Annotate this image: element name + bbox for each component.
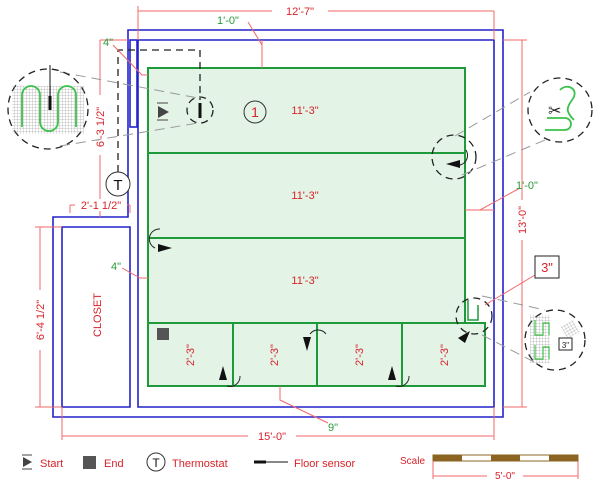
cut-detail-marker (431, 134, 477, 180)
end-icon (157, 328, 169, 340)
closet-offset-dim: 2'-1 1/2" (81, 200, 121, 212)
right-offset: 1'-0" (516, 180, 538, 192)
gap-callout: 3" (541, 260, 553, 275)
gap-callout-box (534, 255, 560, 279)
turn-arrow-icon (309, 329, 327, 335)
strip-1-length: 2'-3" (185, 344, 197, 366)
thermostat-icon[interactable] (105, 171, 131, 197)
wall-stub (129, 39, 138, 128)
heating-zones: 11'-3" 11'-3" 11'-3" 2'-3" 2'-3" 2'-3" 2… (147, 67, 493, 387)
turn-arrow-icon (148, 228, 161, 249)
scale-length: 5'-0" (495, 471, 515, 482)
detail-gap: 3" (562, 341, 569, 350)
cut-detail-callout: ✂ (454, 77, 593, 176)
arrow-icon (219, 366, 227, 380)
legend-thermostat: Thermostat (172, 458, 228, 470)
right-height-dim: 13'-0" (517, 206, 529, 234)
arrow-icon (458, 331, 470, 343)
strip-3-length: 2'-3" (354, 344, 366, 366)
cable-loop (467, 300, 479, 321)
legend-thermostat-symbol: T (152, 456, 160, 470)
row-1-length: 11'-3" (291, 105, 318, 117)
start-icon (157, 102, 169, 121)
turn-arrow-icon (395, 375, 410, 387)
arrow-icon (446, 160, 460, 168)
left-offset: 4" (111, 261, 121, 273)
turn-arrow-icon (226, 375, 241, 387)
legend: Start End T Thermostat Floor sensor (22, 452, 355, 472)
bottom-offset: 9" (328, 422, 338, 434)
offset-detail-callout: 3" (481, 295, 586, 371)
strip-2-length: 2'-3" (269, 344, 281, 366)
outer-wall (52, 29, 504, 418)
arrow-icon (158, 244, 172, 252)
sensor-detail-callout (7, 65, 199, 150)
zone-number-circle (243, 100, 267, 124)
offset-detail-marker (455, 297, 493, 335)
zone-strip-4[interactable] (401, 322, 486, 387)
strip-4-length: 2'-3" (439, 344, 451, 366)
row-3-length: 11'-3" (291, 275, 318, 287)
closet-label: CLOSET (92, 293, 104, 337)
legend-start: Start (40, 458, 63, 470)
scale-bar: Scale 5'-0" (400, 454, 579, 482)
start-icon (22, 454, 32, 470)
thermostat-symbol: T (113, 177, 122, 194)
bottom-width-dim: 15'-0" (258, 431, 286, 443)
zone-strip-2[interactable] (232, 322, 318, 387)
legend-end: End (104, 458, 124, 470)
scissors-icon: ✂ (548, 103, 561, 120)
arrow-icon (388, 366, 396, 380)
thermostat-icon (146, 452, 166, 472)
closet-wall (61, 226, 131, 408)
arrow-icon (303, 337, 311, 351)
sensor-marker (186, 96, 214, 124)
legend-floor-sensor: Floor sensor (294, 458, 355, 470)
zone-row-3[interactable] (147, 237, 466, 324)
zone-strip-3[interactable] (316, 322, 403, 387)
closet-height-dim: 6'-4 1/2" (35, 300, 47, 340)
upper-left-height-dim: 6'-3 1/2" (95, 107, 107, 147)
scale-label: Scale (400, 456, 425, 467)
zone-row-2[interactable] (147, 152, 466, 239)
sensor-wire (117, 49, 201, 172)
end-icon (83, 456, 96, 469)
zone-number: 1 (251, 104, 259, 120)
top-width-dim: 12'-7" (286, 6, 314, 18)
row-2-length: 11'-3" (291, 190, 318, 202)
left-top-offset: 4" (103, 37, 113, 49)
top-offset: 1'-0" (217, 15, 239, 27)
